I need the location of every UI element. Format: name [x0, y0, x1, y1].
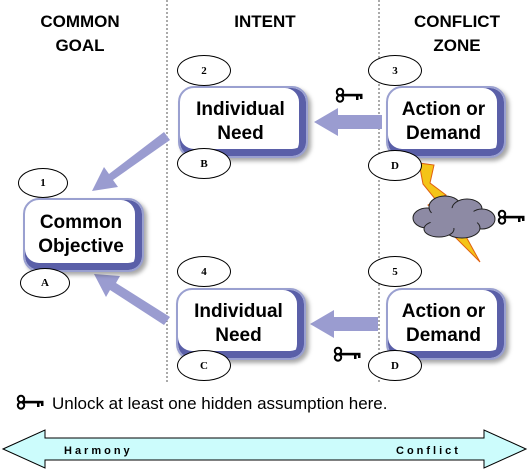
circle-5: 5	[368, 256, 422, 287]
double-arrow-icon	[1, 429, 528, 469]
circle-c: C	[177, 350, 231, 381]
cloud-icon	[412, 195, 496, 239]
arrow-action-to-need-top	[314, 108, 382, 136]
arrow-action-to-need-bottom	[310, 310, 378, 338]
footnote-text: Unlock at least one hidden assumption he…	[52, 394, 388, 413]
circle-2: 2	[177, 55, 231, 86]
band-label-conflict: Conflict	[396, 445, 461, 457]
key-icon	[335, 87, 364, 103]
key-icon	[16, 394, 45, 410]
key-icon	[497, 209, 526, 225]
key-icon	[333, 346, 362, 362]
header-intent: INTENT	[234, 12, 296, 31]
arrow-need-to-objective-top	[92, 132, 170, 191]
circle-a: A	[20, 268, 70, 298]
action-demand-box-top: Action or Demand	[386, 86, 506, 158]
circle-1: 1	[18, 168, 68, 198]
circle-d-top: D	[368, 150, 422, 181]
header-common-goal: COMMON GOAL	[40, 12, 120, 55]
header-conflict-zone: CONFLICT ZONE	[414, 12, 500, 55]
common-objective-box: Common Objective	[23, 198, 144, 272]
band-label-harmony: Harmony	[64, 445, 133, 457]
circle-d-bottom: D	[368, 350, 422, 381]
circle-b: B	[177, 148, 231, 179]
arrow-need-to-objective-bottom	[94, 274, 170, 325]
individual-need-box-bottom: Individual Need	[176, 288, 306, 360]
action-demand-box-bottom: Action or Demand	[386, 288, 506, 360]
circle-3: 3	[368, 55, 422, 86]
individual-need-box-top: Individual Need	[178, 86, 308, 158]
circle-4: 4	[177, 256, 231, 287]
